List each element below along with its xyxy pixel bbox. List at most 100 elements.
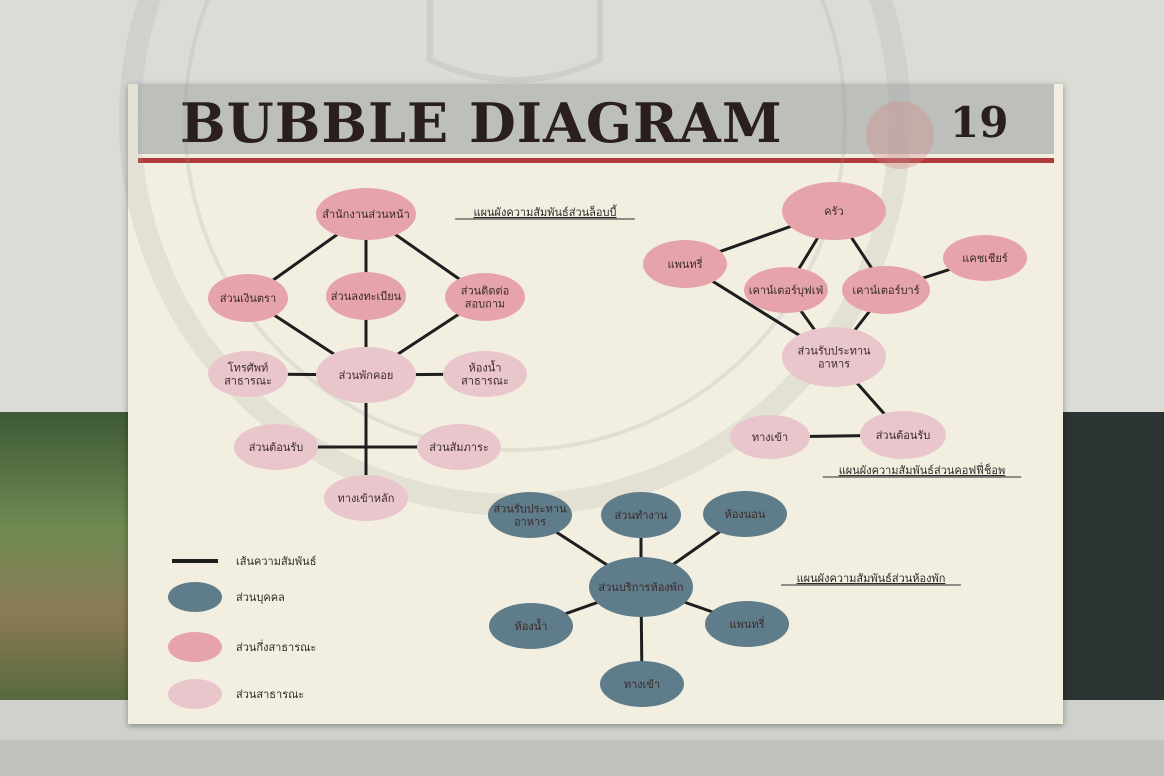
bubble-shape [417, 424, 501, 470]
legend-label: ส่วนสาธารณะ [236, 688, 304, 701]
background-floor-shadow [0, 740, 1164, 776]
bubble-label: ส่วนติดต่อ [461, 285, 509, 298]
bubble-node: เคาน์เตอร์บุฟเฟ่ [744, 267, 828, 313]
legend-bubble-swatch [168, 679, 222, 709]
bubble-label: โทรศัพท์ [228, 361, 269, 375]
bubble-shape [782, 327, 886, 387]
bubble-node: แพนทรี่ [705, 601, 789, 647]
cluster-caption: แผนผังความสัมพันธ์ส่วนคอฟฟี่ช็อพ [839, 462, 1006, 477]
bubble-node: แพนทรี่ [643, 240, 727, 288]
page-title: BUBBLE DIAGRAM [180, 91, 783, 155]
bubble-label: ส่วนรับประทาน [493, 503, 567, 516]
bubble-label: สอบถาม [465, 298, 505, 311]
bubble-node: ห้องนอน [703, 491, 787, 537]
bubble-node: เคาน์เตอร์บาร์ [842, 266, 930, 314]
bubble-node: ส่วนสัมภาระ [417, 424, 501, 470]
bubble-label: ส่วนทำงาน [615, 509, 668, 522]
bubble-label: ครัว [824, 205, 843, 218]
legend-item: ส่วนกึ่งสาธารณะ [168, 632, 316, 662]
legend-bubble-swatch [168, 632, 222, 662]
bubble-label: ทางเข้า [752, 431, 788, 444]
bubble-label: ห้องนอน [725, 508, 766, 521]
title-underline [138, 158, 1054, 163]
title-band [138, 84, 1054, 154]
bubble-label: ทางเข้าหลัก [338, 492, 395, 505]
bubble-label: ส่วนต้อนรับ [876, 429, 931, 442]
sheet-number: 19 [950, 98, 1009, 147]
bubble-shape [234, 424, 318, 470]
bubble-node: ส่วนลงทะเบียน [326, 272, 406, 320]
background-foliage [0, 412, 140, 702]
bubble-node: ส่วนทำงาน [601, 492, 681, 538]
bubble-shape [703, 491, 787, 537]
bubble-node: โทรศัพท์สาธารณะ [208, 351, 288, 397]
legend-label: เส้นความสัมพันธ์ [236, 555, 316, 568]
bubble-label: ห้องน้ำ [469, 360, 502, 375]
bubble-node: ส่วนเงินตรา [208, 274, 288, 322]
presentation-board [128, 84, 1063, 724]
bubble-shape [601, 492, 681, 538]
bubble-shape [943, 235, 1027, 281]
bubble-label: สำนักงานส่วนหน้า [322, 208, 410, 221]
bubble-shape [705, 601, 789, 647]
bubble-label: ส่วนลงทะเบียน [331, 290, 402, 303]
bubble-node: ทางเข้าหลัก [324, 475, 408, 521]
bubble-label: อาหาร [818, 358, 850, 371]
legend-item: ส่วนสาธารณะ [168, 679, 304, 709]
bubble-node: ส่วนบริการห้องพัก [589, 557, 693, 617]
cluster-1: สำนักงานส่วนหน้าส่วนเงินตรา ส่วนลงทะเบียน… [208, 188, 635, 521]
bubble-shape [324, 475, 408, 521]
bubble-shape [600, 661, 684, 707]
legend-item: เส้นความสัมพันธ์ [172, 555, 316, 568]
bubble-label: ส่วนรับประทาน [797, 345, 871, 358]
bubble-label: แพนทรี่ [729, 616, 764, 631]
bubble-shape [782, 182, 886, 240]
bubble-label: ทางเข้า [624, 678, 660, 691]
bubble-shape [443, 351, 527, 397]
legend: เส้นความสัมพันธ์ส่วนบุคคลส่วนกึ่งสาธารณะ… [168, 555, 316, 709]
bubble-shape [643, 240, 727, 288]
bubble-label: ส่วนพักคอย [339, 369, 394, 382]
cluster-caption: แผนผังความสัมพันธ์ส่วนล็อบบี้ [473, 204, 617, 219]
bubble-label: เคาน์เตอร์บาร์ [852, 284, 919, 297]
bubble-shape [589, 557, 693, 617]
bubble-shape [730, 415, 810, 459]
bubble-label: ส่วนสัมภาระ [429, 441, 489, 454]
legend-label: ส่วนกึ่งสาธารณะ [236, 639, 316, 654]
legend-label: ส่วนบุคคล [236, 591, 285, 604]
bubble-shape [208, 274, 288, 322]
bubble-label: ห้องน้ำ [515, 618, 548, 633]
bubble-node: ส่วนพักคอย [316, 347, 416, 403]
bubble-shape [316, 347, 416, 403]
bubble-node: สำนักงานส่วนหน้า [316, 188, 416, 240]
bubble-shape [744, 267, 828, 313]
bubble-label: ส่วนเงินตรา [220, 292, 276, 305]
bubble-shape [489, 603, 573, 649]
bubble-shape [316, 188, 416, 240]
bubble-label: สาธารณะ [224, 375, 272, 388]
bubble-shape [208, 351, 288, 397]
bubble-label: ส่วนบริการห้องพัก [598, 581, 683, 594]
bubble-label: แคชเชียร์ [962, 252, 1008, 265]
bubble-node: ส่วนต้อนรับ [234, 424, 318, 470]
bubble-label: เคาน์เตอร์บุฟเฟ่ [749, 284, 824, 297]
bubble-shape [842, 266, 930, 314]
bubble-shape [445, 273, 525, 321]
bubble-shape [326, 272, 406, 320]
bubble-label: แพนทรี่ [667, 256, 702, 271]
bubble-shape [860, 411, 946, 459]
bubble-label: สาธารณะ [461, 375, 509, 388]
bubble-node: ส่วนต้อนรับ [860, 411, 946, 459]
bubble-node: แคชเชียร์ [943, 235, 1027, 281]
bubble-node: ครัว [782, 182, 886, 240]
bubble-label: ส่วนต้อนรับ [249, 441, 304, 454]
bubble-node: ทางเข้า [730, 415, 810, 459]
bubble-node: ห้องน้ำ [489, 603, 573, 649]
